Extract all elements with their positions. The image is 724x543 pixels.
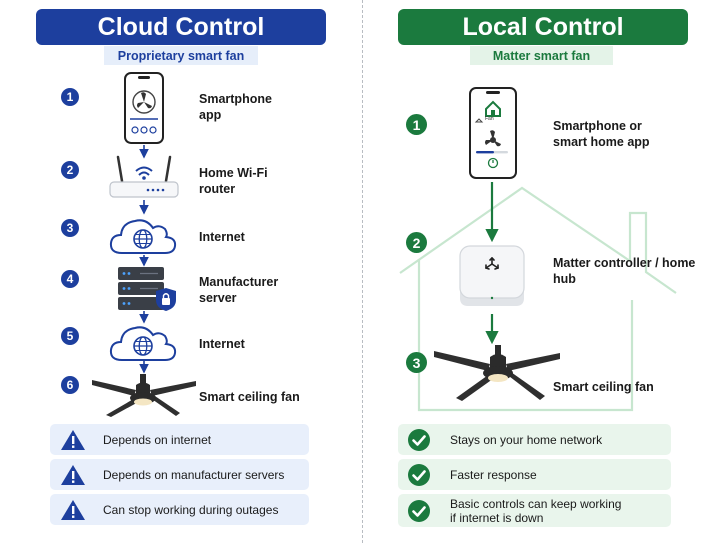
- phone-app-fan-text: Fan: [485, 116, 494, 122]
- local-note: Faster response: [398, 459, 671, 490]
- cloud-step-number: 3: [61, 219, 79, 237]
- local-step-label: Smart ceiling fan: [553, 380, 654, 394]
- home-network-outline: [399, 182, 677, 412]
- local-control-subtitle: Matter smart fan: [470, 46, 613, 65]
- local-note-text: Basic controls can keep working if inter…: [450, 496, 622, 525]
- local-step-number: 3: [406, 352, 427, 373]
- check-icon: [408, 499, 430, 522]
- ceiling-fan-icon: [92, 374, 196, 417]
- cloud-step-label: Smartphone app: [199, 92, 272, 122]
- warning-icon: [61, 499, 85, 520]
- local-step-label: Matter controller / home hub: [553, 256, 696, 286]
- ceiling-fan-icon: [434, 345, 560, 401]
- local-step-number: 2: [406, 232, 427, 253]
- check-icon: [408, 463, 430, 486]
- cloud-step-label: Smart ceiling fan: [199, 390, 300, 404]
- check-icon: [408, 428, 430, 451]
- smartphone-home-app-icon: Fan: [469, 87, 517, 179]
- cloud-step-number: 4: [61, 270, 79, 288]
- cloud-flow-connectors: [139, 145, 149, 374]
- cloud-note-text: Depends on internet: [103, 432, 212, 447]
- local-note-text: Stays on your home network: [450, 432, 603, 447]
- local-control-title: Local Control: [398, 9, 688, 45]
- cloud-step-label: Internet: [199, 337, 245, 351]
- cloud-control-title: Cloud Control: [36, 9, 326, 45]
- cloud-control-subtitle: Proprietary smart fan: [104, 46, 258, 65]
- server-lock-icon: [118, 267, 176, 311]
- cloud-step-label: Internet: [199, 230, 245, 244]
- cloud-step-number: 2: [61, 161, 79, 179]
- router-icon: [109, 155, 179, 198]
- cloud-note: Depends on manufacturer servers: [50, 459, 309, 490]
- panel-divider: [362, 0, 363, 543]
- warning-icon: [61, 464, 85, 485]
- smartphone-icon: [124, 72, 164, 144]
- cloud-step-number: 6: [61, 376, 79, 394]
- cloud-note: Can stop working during outages: [50, 494, 309, 525]
- local-note: Stays on your home network: [398, 424, 671, 455]
- home-hub-icon: [459, 245, 525, 306]
- local-step-label: Smartphone or smart home app: [553, 119, 650, 149]
- local-step-number: 1: [406, 114, 427, 135]
- cloud-globe-icon: [109, 219, 177, 254]
- cloud-note: Depends on internet: [50, 424, 309, 455]
- cloud-step-number: 5: [61, 327, 79, 345]
- cloud-note-text: Depends on manufacturer servers: [103, 467, 285, 482]
- cloud-step-number: 1: [61, 88, 79, 106]
- cloud-step-label: Manufacturer server: [199, 275, 279, 305]
- cloud-note-text: Can stop working during outages: [103, 502, 279, 517]
- warning-icon: [61, 429, 85, 450]
- local-note-text: Faster response: [450, 467, 537, 482]
- cloud-step-label: Home Wi-Fi router: [199, 166, 268, 196]
- local-note: Basic controls can keep working if inter…: [398, 494, 671, 527]
- cloud-globe-icon: [109, 326, 177, 361]
